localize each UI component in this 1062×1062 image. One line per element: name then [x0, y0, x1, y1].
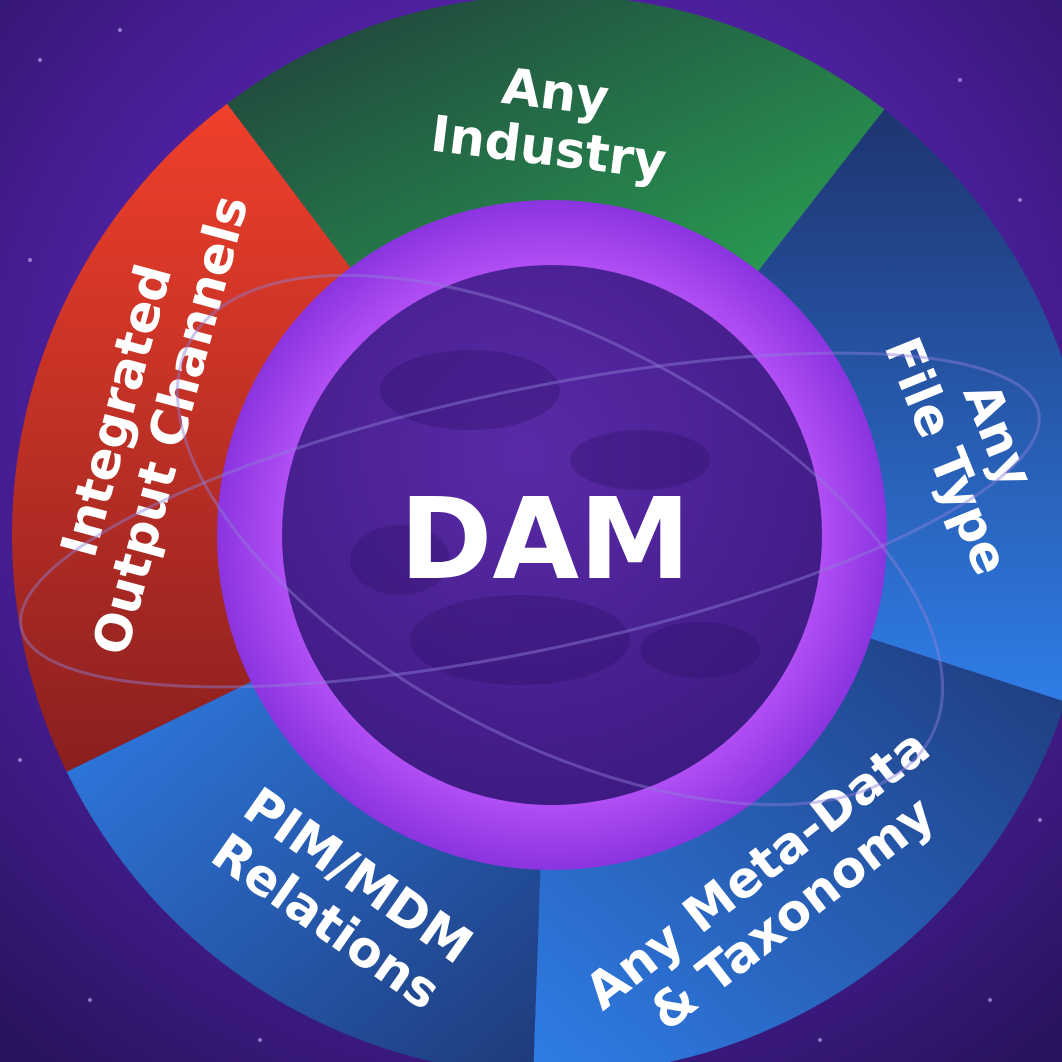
- star: [1038, 818, 1042, 822]
- segment-pim-mdm: [66, 666, 542, 1062]
- star: [818, 1038, 822, 1042]
- star: [118, 28, 122, 32]
- segment-file-type: [736, 109, 1062, 701]
- star: [1018, 198, 1022, 202]
- center-label: DAM: [399, 475, 690, 605]
- planet: [282, 265, 822, 805]
- segment-metadata: [533, 627, 1062, 1062]
- segment-label-line: Any: [499, 57, 612, 128]
- segment-industry: [227, 0, 885, 299]
- segment-output-channels: [11, 103, 372, 772]
- star: [38, 58, 42, 62]
- planet-texture: [350, 350, 760, 685]
- orbit-lines: [19, 273, 1041, 807]
- star: [988, 998, 992, 1002]
- star: [18, 758, 22, 762]
- segment-ring: [11, 0, 1062, 1062]
- star: [258, 1038, 262, 1042]
- star: [88, 998, 92, 1002]
- star: [28, 258, 32, 262]
- star: [958, 78, 962, 82]
